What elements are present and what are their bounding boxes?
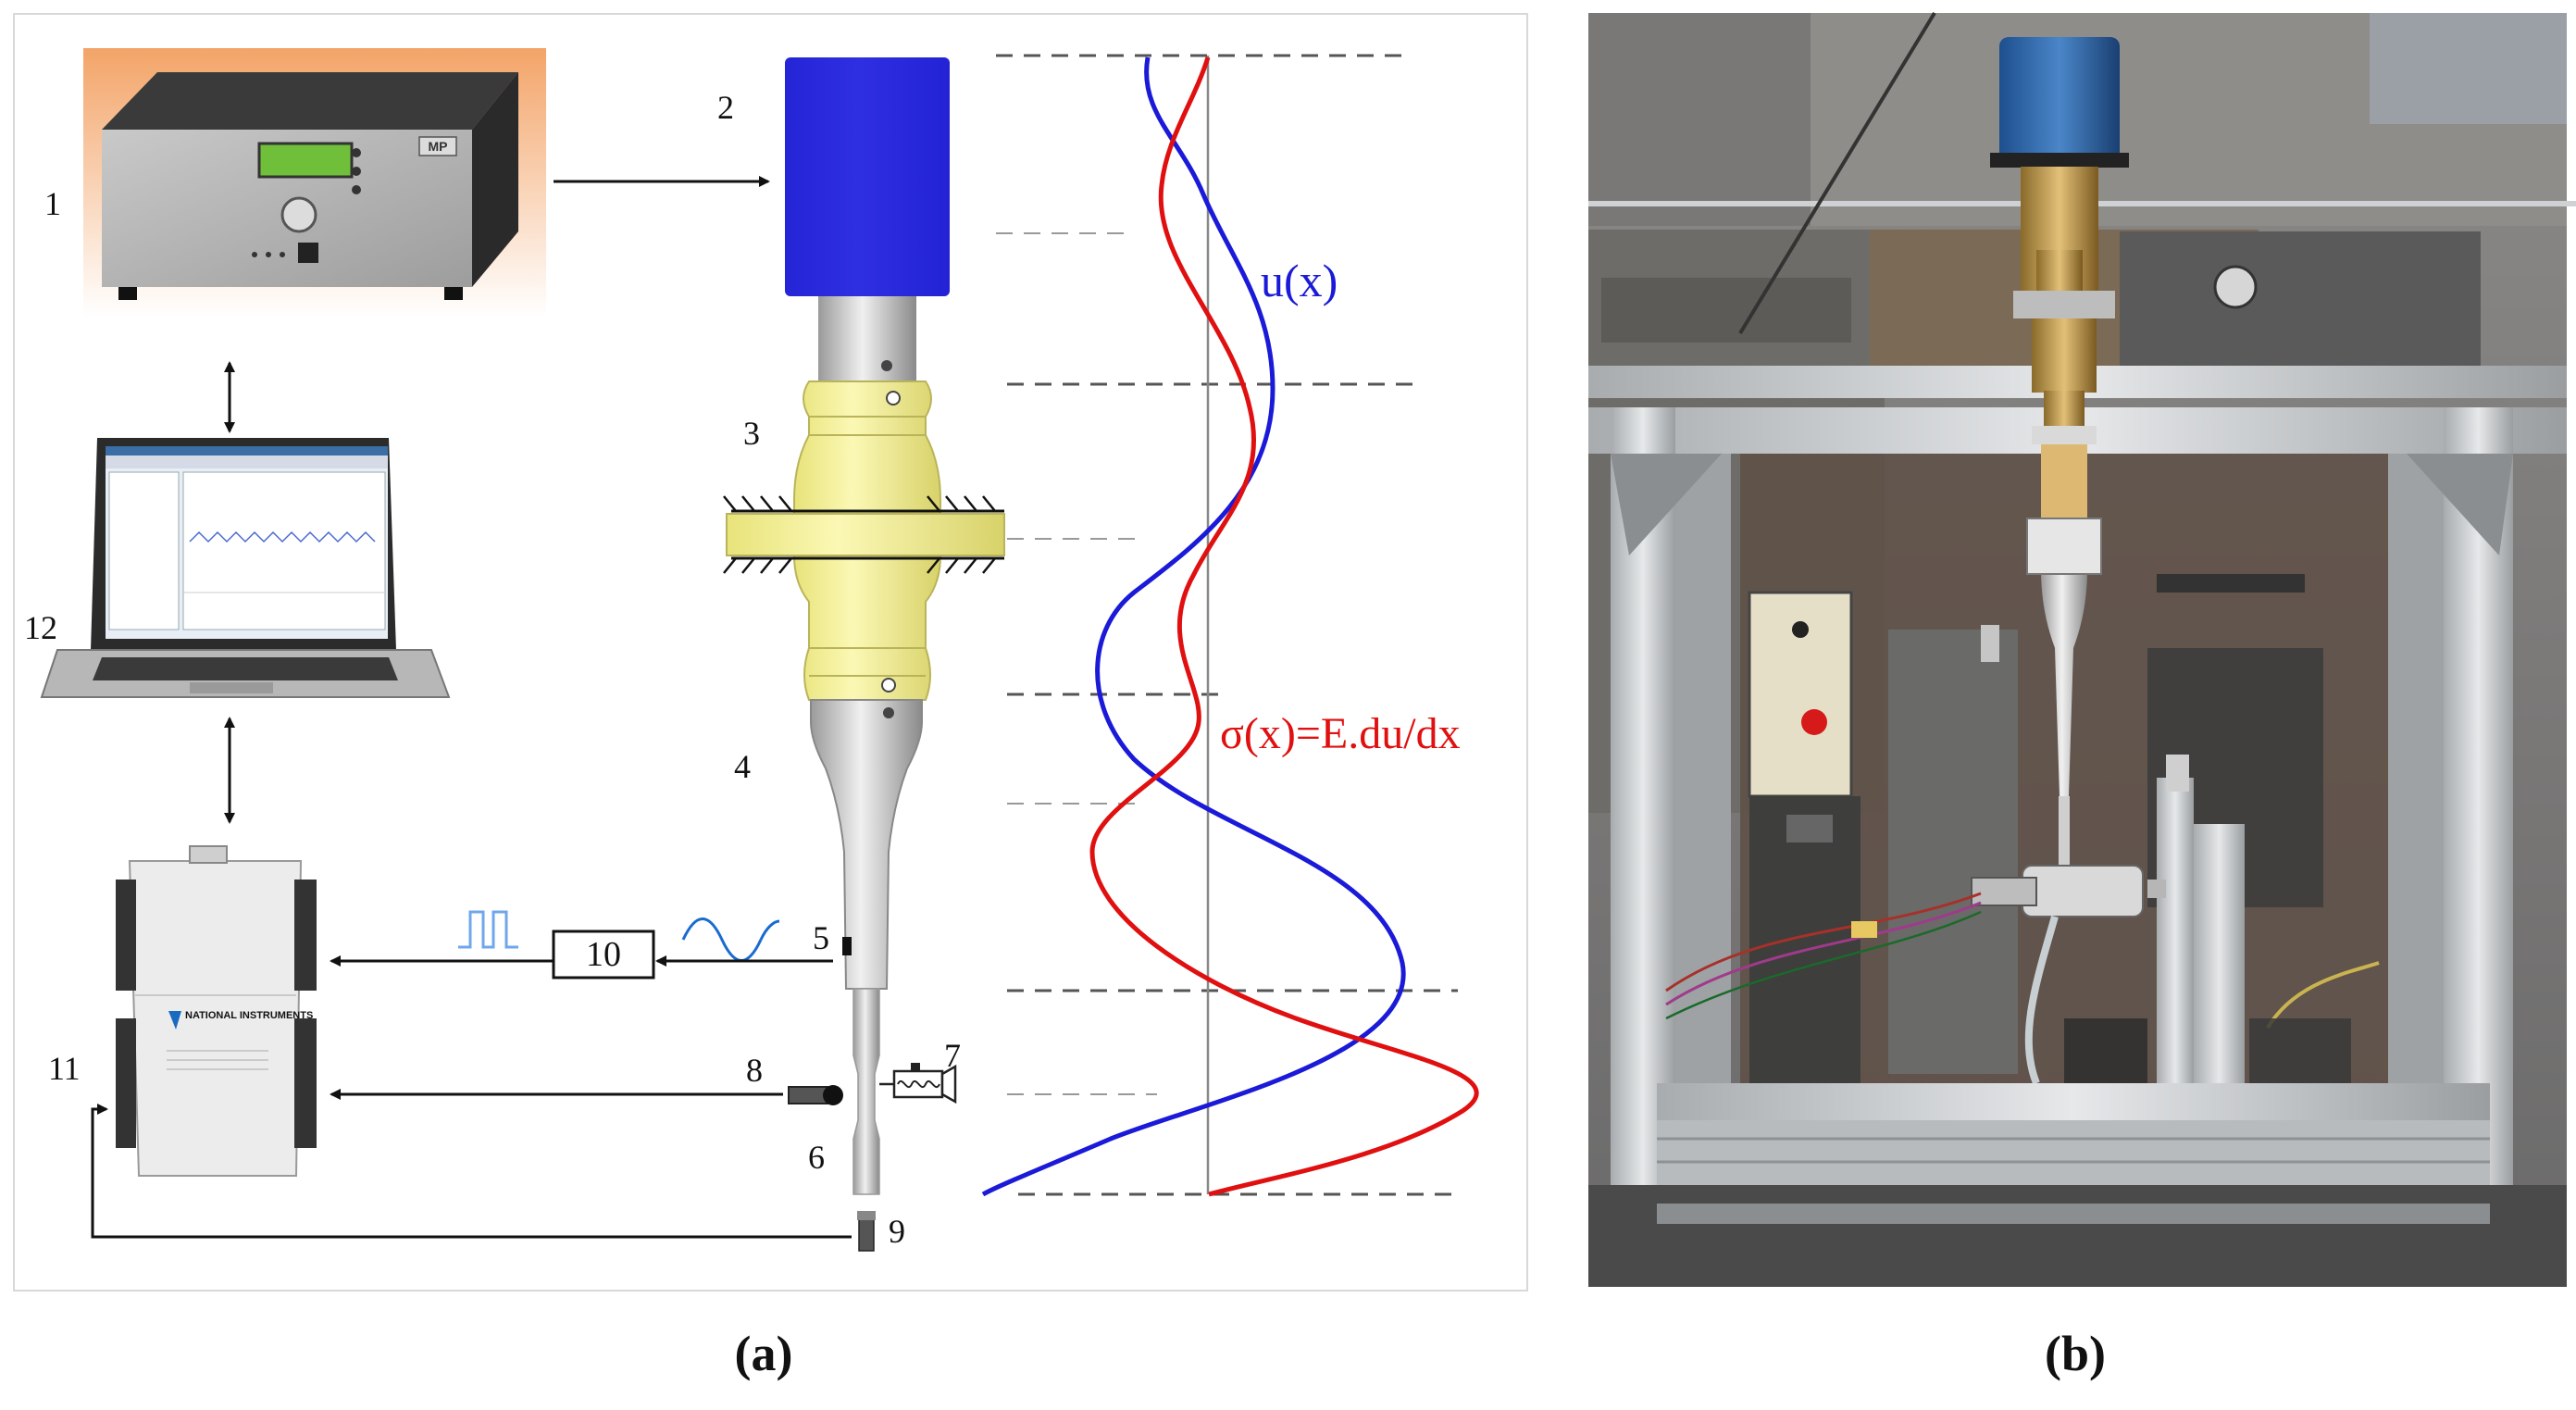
- caption-a: (a): [735, 1326, 793, 1381]
- label-displacement: u(x): [1261, 255, 1338, 306]
- photo-transducer: [1999, 37, 2120, 162]
- label-11: 11: [48, 1050, 81, 1087]
- label-10: 10: [586, 935, 621, 974]
- square-wave-icon: [458, 910, 518, 949]
- label-5: 5: [813, 919, 829, 956]
- sine-wave-icon: [681, 917, 763, 962]
- caption-b: (b): [2045, 1326, 2106, 1381]
- specimen: [852, 988, 880, 1195]
- ultrasonic-stack: [723, 57, 1005, 1252]
- probe-8: [788, 1085, 843, 1105]
- label-8: 8: [746, 1052, 763, 1089]
- laptop: [40, 438, 451, 698]
- horn: [810, 699, 923, 990]
- label-12: 12: [24, 609, 57, 646]
- daq-brand: NATIONAL INSTRUMENTS: [185, 1010, 313, 1021]
- label-7: 7: [944, 1037, 961, 1074]
- label-9: 9: [889, 1213, 905, 1250]
- label-2: 2: [717, 89, 734, 126]
- stress-curve: [1089, 56, 1479, 1197]
- displacement-curve: [981, 56, 1406, 1197]
- daq-device: NATIONAL INSTRUMENTS: [116, 845, 317, 1177]
- label-3: 3: [743, 415, 760, 452]
- photo-setup: [1588, 11, 2576, 1287]
- sensor-7: [879, 1063, 957, 1104]
- label-1: 1: [44, 185, 61, 222]
- label-4: 4: [734, 748, 751, 785]
- label-6: 6: [808, 1139, 825, 1176]
- generator-logo: MP: [429, 139, 448, 154]
- arrow-sensor9-to-daq: [91, 1104, 852, 1239]
- generator-unit: MP: [83, 48, 546, 317]
- label-stress: σ(x)=E.du/dx: [1220, 709, 1461, 758]
- signal-box: [552, 930, 655, 980]
- node-lines: [996, 54, 1458, 1196]
